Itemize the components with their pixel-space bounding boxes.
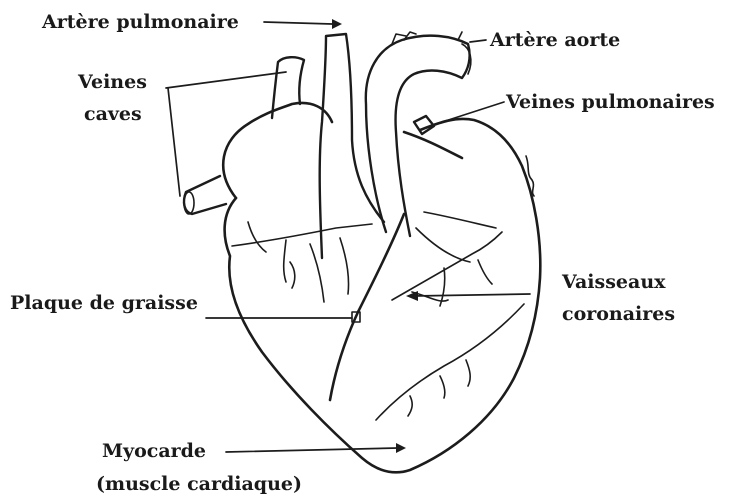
label-fat-pad: Plaque de graisse <box>10 292 198 314</box>
leader-pulmonary-veins <box>436 102 504 124</box>
label-coronary-line2: coronaires <box>562 303 675 325</box>
label-pulmonary-veins: Veines pulmonaires <box>505 91 715 113</box>
label-myocardium-line1: Myocarde <box>102 440 206 462</box>
right-atrium <box>223 103 332 198</box>
label-myocardium-line2: (muscle cardiaque) <box>96 473 302 495</box>
leader-myocardium <box>226 448 398 452</box>
leader-vena-cava-lower <box>168 88 180 196</box>
label-vena-cava-line1: Veines <box>77 71 147 93</box>
pulmonary-trunk <box>320 34 384 258</box>
heart-drawing <box>184 32 540 472</box>
leader-lines <box>166 19 530 453</box>
coronary-vessel-left <box>232 222 372 302</box>
coronary-vessel-lower <box>376 304 524 420</box>
label-vena-cava-line2: caves <box>84 103 142 125</box>
leader-pulmonary-artery <box>264 22 332 24</box>
label-coronary-line1: Vaisseaux <box>561 271 666 293</box>
leader-coronary <box>414 294 530 296</box>
left-atrium <box>404 132 462 158</box>
label-aorta: Artère aorte <box>489 29 620 51</box>
arrowhead-pulmonary-artery <box>332 19 342 29</box>
inferior-vena-cava <box>184 176 226 214</box>
inferior-vena-cava-opening <box>184 192 194 214</box>
leader-vena-cava-upper <box>166 72 286 88</box>
labels: Artère pulmonaire Artère aorte Veines ca… <box>10 11 715 495</box>
arrowhead-myocardium <box>396 443 406 453</box>
heart-outline <box>225 119 541 472</box>
leader-aorta <box>470 40 486 42</box>
label-pulmonary-artery: Artère pulmonaire <box>41 11 239 33</box>
